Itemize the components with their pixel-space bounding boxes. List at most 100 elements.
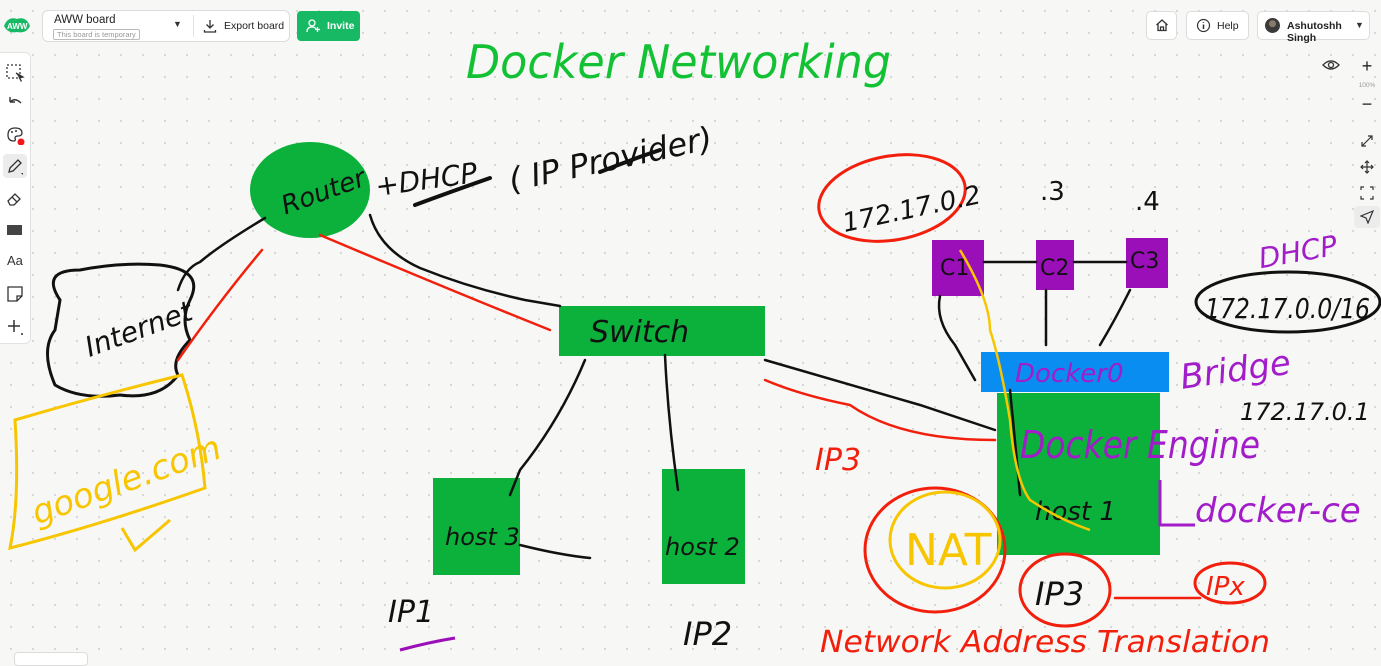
add-tool[interactable] (3, 315, 27, 339)
fullscreen-button[interactable] (1354, 130, 1380, 152)
nat-label: NAT (905, 525, 992, 576)
host2-shape (662, 469, 745, 584)
google-box (8, 373, 207, 551)
host3-shape (433, 478, 520, 575)
subnet-circle (1194, 270, 1381, 334)
gateway-ip-label: 172.17.0.1 (1240, 398, 1370, 426)
board-name: AWW board (54, 14, 116, 26)
docker-ce-label: docker-ce (1195, 491, 1361, 531)
ip2-label: IP2 (683, 615, 732, 653)
top-bar: AWW AWW board This board is temporary ▼ … (0, 0, 1381, 50)
view-mode-button[interactable] (1320, 56, 1342, 74)
c1-shape (932, 240, 984, 296)
user-menu[interactable]: Ashutoshh Singh ▼ (1257, 11, 1370, 44)
board-menu: AWW board This board is temporary ▼ Expo… (42, 10, 290, 42)
nat-arrows (176, 233, 1202, 600)
add-user-icon (306, 19, 320, 33)
board-name-dropdown[interactable]: AWW board This board is temporary ▼ (43, 11, 193, 41)
zoom-out-button[interactable]: − (1361, 94, 1373, 114)
eraser-icon (7, 193, 21, 206)
dhcp-label: +DHCP (373, 156, 479, 203)
send-icon (1359, 209, 1375, 225)
nat-inner-circle (888, 490, 1002, 590)
ip-c3-label: .4 (1135, 187, 1160, 217)
ip3-circled-label: IP3 (1035, 575, 1084, 613)
title-handwritten: Docker Networking (466, 35, 891, 89)
eraser-tool[interactable] (3, 186, 27, 210)
zoom-level: 100% (1358, 82, 1376, 89)
help-button[interactable]: Help (1186, 11, 1249, 40)
nat-outer-circle (863, 486, 1007, 614)
color-palette-tool[interactable] (3, 123, 27, 147)
switch-label: Switch (590, 315, 689, 350)
sticky-note-tool[interactable] (3, 282, 27, 306)
host3-label: host 3 (445, 523, 520, 551)
aww-logo[interactable]: AWW (2, 14, 32, 36)
shape-tool[interactable] (3, 218, 27, 242)
left-toolbar: Aa (0, 52, 31, 344)
invite-button[interactable]: Invite (297, 11, 360, 41)
eye-icon (1322, 60, 1340, 70)
info-icon (1196, 18, 1211, 33)
export-board-button[interactable]: Export board (194, 11, 289, 41)
ipx-label: IPx (1206, 572, 1245, 602)
fit-screen-icon (1360, 186, 1374, 200)
host1-shape (997, 393, 1160, 555)
avatar (1265, 18, 1280, 33)
zoom-in-button[interactable]: + (1361, 56, 1373, 76)
move-icon (1360, 160, 1374, 174)
divider (193, 15, 194, 37)
bridge-label: Bridge (1178, 343, 1293, 398)
select-tool[interactable] (3, 61, 27, 85)
undo-icon (9, 97, 22, 104)
docker-ce-bracket (1158, 480, 1195, 527)
zoom-controls: + 100% − (1354, 56, 1380, 236)
palette-icon (7, 127, 25, 145)
docker0-label: Docker0 (1015, 359, 1124, 389)
svg-text:AWW: AWW (7, 22, 28, 31)
subnet-label: 172.17.0.0/16 (1205, 292, 1370, 325)
text-tool[interactable]: Aa (3, 250, 27, 274)
ipx-circle (1193, 561, 1267, 605)
ip-c1-label: 172.17.0.2 (840, 180, 984, 239)
ip-c1-circle (817, 153, 967, 243)
pen-tool[interactable] (3, 154, 27, 178)
text-tool-label: Aa (7, 253, 23, 268)
expand-icon (1361, 135, 1373, 147)
bottom-left-panel[interactable] (14, 652, 88, 666)
rectangle-icon (7, 225, 22, 235)
ip-c2-label: .3 (1040, 177, 1065, 207)
home-button[interactable] (1146, 11, 1177, 40)
invite-label: Invite (327, 20, 355, 32)
docker-engine-label: Docker Engine (1020, 423, 1260, 467)
export-board-label: Export board (224, 20, 285, 32)
laser-pointer-button[interactable] (1354, 206, 1380, 228)
switch-shape (559, 306, 765, 356)
board-temporary-badge: This board is temporary (53, 29, 140, 40)
fit-to-screen-button[interactable] (1354, 182, 1380, 204)
ip1-label: IP1 (388, 595, 434, 630)
router-shape (250, 142, 370, 238)
c1-label: C1 (940, 256, 969, 281)
add-icon (8, 320, 23, 335)
download-icon (203, 20, 217, 33)
c3-shape (1126, 238, 1168, 288)
chevron-down-icon: ▼ (1355, 20, 1364, 30)
c2-label: C2 (1040, 256, 1069, 281)
user-name: Ashutoshh Singh (1287, 20, 1342, 44)
yellow-trace (958, 249, 1091, 532)
c2-shape (1036, 240, 1074, 290)
provider-underline (413, 148, 662, 207)
docker0-shape (981, 352, 1169, 392)
pan-button[interactable] (1354, 156, 1380, 178)
nat-full-label: Network Address Translation (820, 625, 1270, 660)
google-check (120, 518, 171, 553)
ip1-underline (399, 636, 456, 652)
internet-cloud (46, 262, 196, 398)
home-icon (1156, 19, 1168, 32)
ip-provider-label: ( IP Provider) (505, 119, 715, 199)
sticky-note-icon (7, 286, 23, 302)
undo-tool[interactable] (3, 92, 27, 116)
pen-icon (8, 159, 23, 175)
